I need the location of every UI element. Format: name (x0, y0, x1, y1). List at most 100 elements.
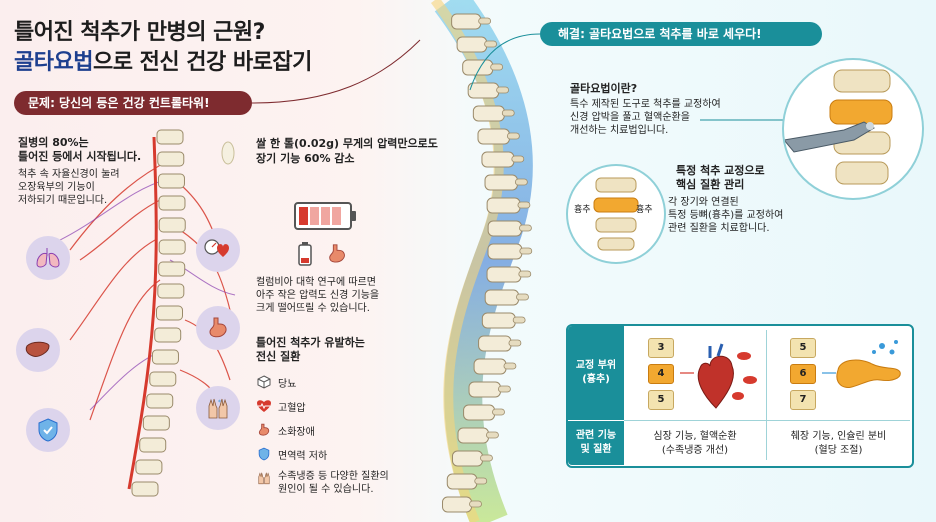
vertebra-process (498, 385, 511, 393)
thoracic-vertebra-illustration (566, 164, 666, 264)
vertebra (146, 393, 174, 409)
rice-grain-icon (221, 141, 235, 165)
vertebra (142, 415, 170, 431)
vertebra-process (516, 293, 529, 301)
heart-pressure-icon (196, 228, 240, 272)
disease-label: 당뇨 (278, 378, 297, 390)
pancreas-icon (822, 340, 901, 388)
col2-function: 췌장 기능, 인슐린 분비 (혈당 조절) (767, 430, 910, 458)
what-is-golta: 골타요법이란? 특수 제작된 도구로 척추를 교정하여 신경 압박을 풀고 혈액… (570, 82, 721, 137)
stat-description: 척추 속 자율신경이 눌려 오장육부의 기능이 저하되기 때문입니다. (18, 168, 120, 207)
col1-func-line2: (수족냉증 개선) (661, 445, 729, 456)
central-spine-illustration (430, 0, 533, 522)
stat-line2: 틀어진 등에서 시작됩니다. (18, 150, 142, 163)
columbia-line1: 컬럼비아 대학 연구에 따르면 (256, 277, 376, 288)
vertebra (156, 305, 183, 321)
vertebra-process (517, 201, 531, 209)
vertebra-process (501, 109, 515, 117)
table-header-site: 교정 부위 (흉추) (568, 326, 624, 420)
low-battery-icon (294, 202, 356, 230)
col2-func-line2: (혈당 조절) (814, 445, 863, 456)
liver-icon (16, 328, 60, 372)
stomach-small-icon (256, 422, 272, 438)
columbia-line2: 아주 작은 압력도 신경 기능을 (256, 290, 380, 301)
disease-item-hypertension: 고혈압 (256, 398, 306, 414)
desc-line3: 저하되기 때문입니다. (18, 195, 108, 206)
vertebra-process (519, 247, 533, 255)
vertebra (139, 437, 167, 453)
columbia-line3: 크게 떨어뜨릴 수 있습니다. (256, 303, 370, 314)
vertebra-process (518, 270, 532, 278)
col1-function: 심장 기능, 혈액순환 (수족냉증 개선) (624, 430, 766, 458)
vertebra-process (511, 155, 525, 163)
vertebra-process (508, 339, 522, 347)
disease-title: 틀어진 척추가 유발하는 전신 질환 (256, 336, 365, 364)
vertebra-process (474, 477, 488, 485)
heart-icon (680, 343, 757, 409)
disease-label: 면역력 저하 (278, 450, 328, 462)
vertebra-process (478, 17, 492, 25)
vertebra (131, 481, 159, 497)
vertebra-process (514, 178, 528, 186)
desc-line2: 오장육부의 기능이 (18, 182, 95, 193)
header-site-line2: (흉추) (582, 374, 610, 385)
svg-text:*: * (218, 399, 221, 406)
vertebra-t4: 4 (648, 364, 674, 384)
title-highlight: 골타요법 (14, 50, 93, 75)
rice-stat: 쌀 한 톨(0.02g) 무게의 압력만으로도 장기 기능 60% 감소 (256, 136, 438, 166)
stat-line1: 질병의 80%는 (18, 136, 89, 149)
nerve-spine-illustration (60, 129, 236, 497)
vertebra-process (512, 316, 526, 324)
disease-item-cold-hands: 수족냉증 등 다양한 질환의 원인이 될 수 있습니다. (256, 470, 389, 496)
columbia-study-text: 컬럼비아 대학 연구에 따르면 아주 작은 압력도 신경 기능을 크게 떨어뜨릴… (256, 276, 379, 315)
disease-title-line2: 전신 질환 (256, 350, 301, 363)
vertebra (157, 151, 185, 167)
vertebra-process (506, 132, 520, 140)
stomach-icon (196, 306, 240, 350)
table-divider (766, 330, 767, 460)
vertebra (156, 129, 184, 145)
vertebra-process (503, 362, 517, 370)
vertebra (158, 217, 186, 233)
col1-func-line1: 심장 기능, 혈액순환 (653, 431, 737, 442)
col2-func-line1: 췌장 기능, 인슐린 분비 (790, 431, 887, 442)
vertebra-t3: 3 (648, 338, 674, 358)
specific-title: 특정 척추 교정으로 핵심 질환 관리 (676, 164, 765, 192)
cold-line1: 수족냉증 등 다양한 질환의 (278, 471, 389, 482)
disease-item-diabetes: 당뇨 (256, 374, 296, 390)
small-stomach-icon (329, 244, 345, 263)
table-row-divider (624, 420, 910, 421)
vertebra-process (484, 40, 497, 48)
hands-small-icon (256, 470, 272, 486)
disease-title-line1: 틀어진 척추가 유발하는 (256, 336, 365, 349)
vertebra (158, 195, 186, 211)
desc-line1: 척추 속 자율신경이 눌려 (18, 169, 120, 180)
vertebra (135, 459, 163, 475)
spec-title-line2: 핵심 질환 관리 (676, 178, 745, 191)
disease-item-digestive: 소화장애 (256, 422, 315, 438)
stat-text: 질병의 80%는 틀어진 등에서 시작됩니다. (18, 136, 141, 164)
cold-hands-icon: * (196, 386, 240, 430)
treatment-tool-illustration (782, 58, 924, 200)
problem-banner: 문제: 당신의 등은 건강 컨트롤타워! (14, 91, 252, 115)
vertebra-process (469, 500, 482, 508)
label-thoracic-right: 흉추 (636, 205, 653, 215)
main-title-line2: 골타요법으로 전신 건강 바로잡기 (14, 44, 312, 76)
rice-line2: 장기 기능 60% 감소 (256, 152, 355, 165)
what-line3: 개선하는 치료법입니다. (570, 125, 669, 136)
vertebra-t6: 6 (790, 364, 816, 384)
spec-line1: 각 장기와 연결된 (668, 197, 739, 208)
vertebra-process (496, 86, 510, 94)
solution-banner: 해결: 골타요법으로 척추를 바로 세우다! (540, 22, 822, 46)
vertebra-process (519, 224, 532, 232)
vertebra (151, 349, 179, 365)
sugar-cube-icon (256, 374, 272, 390)
header-site-line1: 교정 부위 (575, 360, 617, 371)
small-battery-icon (298, 242, 312, 266)
vertebra (157, 173, 185, 189)
spec-line3: 관련 질환을 치료합니다. (668, 223, 770, 234)
lungs-icon (26, 236, 70, 280)
what-title: 골타요법이란? (570, 82, 638, 95)
vertebra-process (480, 454, 493, 462)
